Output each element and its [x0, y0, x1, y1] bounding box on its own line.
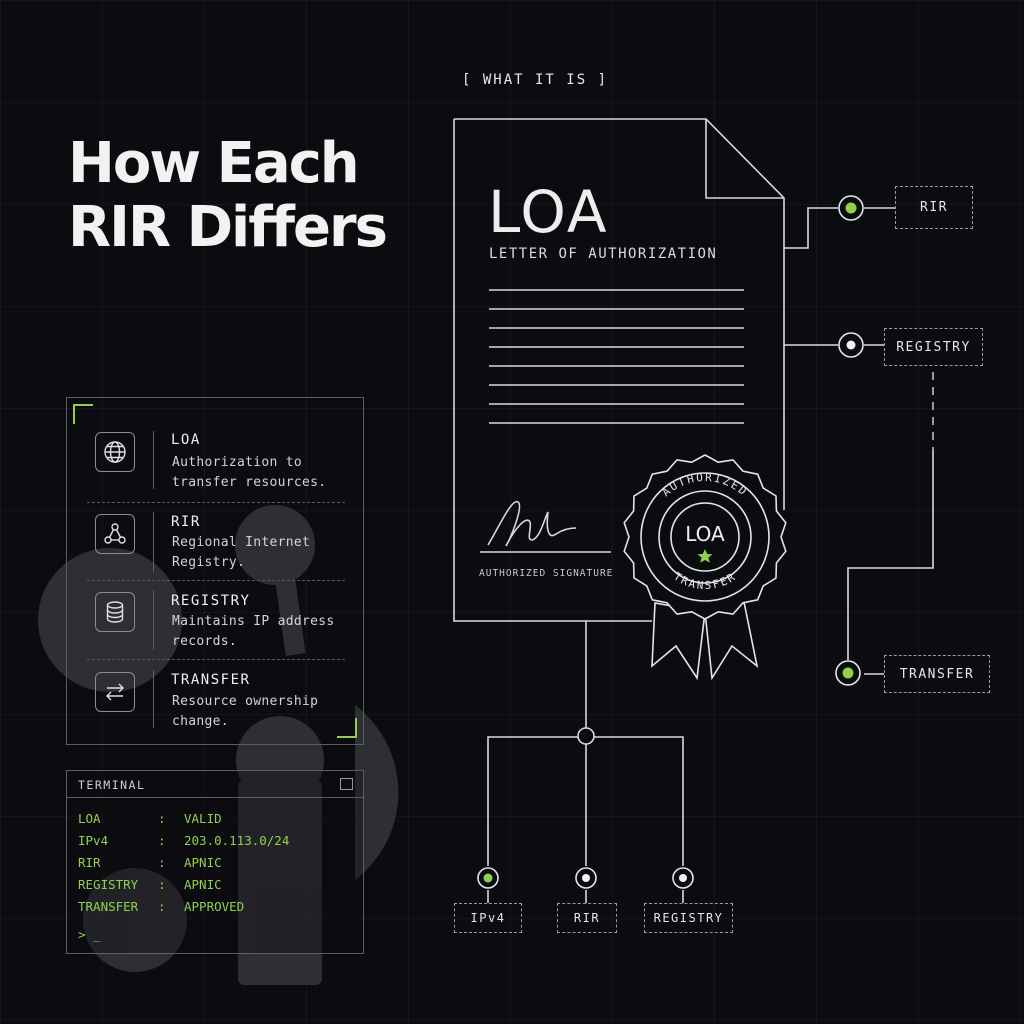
document-title: LOA — [488, 178, 609, 246]
terminal-line: RIR:APNIC — [78, 855, 222, 870]
node-ipv4-dot — [477, 867, 499, 889]
legend-desc: Maintains IP address records. — [172, 614, 335, 649]
node-registry-bottom-dot — [672, 867, 694, 889]
node-rir-dot — [838, 195, 864, 221]
terminal-header: TERMINAL — [67, 771, 363, 798]
node-rir-bottom-dot — [575, 867, 597, 889]
node-label-registry-bottom: REGISTRY — [644, 903, 733, 933]
swap-arrows-icon — [95, 672, 135, 712]
node-label-registry: REGISTRY — [884, 328, 983, 366]
legend-desc: Resource ownership change. — [172, 694, 319, 729]
corner-bracket — [73, 404, 93, 424]
legend-desc: Authorization to transfer resources. — [172, 455, 327, 490]
terminal-line: LOA:VALID — [78, 811, 222, 826]
authorized-seal — [623, 454, 787, 681]
corner-bracket — [337, 718, 357, 738]
legend-term: RIR — [171, 514, 201, 530]
section-kicker: [ WHAT IT IS ] — [462, 72, 609, 88]
document-subtitle: LETTER OF AUTHORIZATION — [489, 246, 718, 262]
maximize-icon[interactable] — [340, 778, 353, 790]
legend-term: TRANSFER — [171, 672, 251, 688]
document-outline — [454, 118, 785, 510]
title-line-2: RIR Differs — [68, 195, 388, 260]
legend-desc: Regional Internet Registry. — [172, 535, 311, 570]
node-label-ipv4: IPv4 — [454, 903, 522, 933]
terminal-line: REGISTRY:APNIC — [78, 877, 222, 892]
legend-term: LOA — [171, 432, 201, 448]
signature-label: AUTHORIZED SIGNATURE — [479, 568, 614, 579]
network-icon — [95, 514, 135, 554]
terminal-prompt[interactable]: > _ — [78, 927, 101, 942]
node-label-rir-bottom: RIR — [557, 903, 617, 933]
legend-term: REGISTRY — [171, 593, 251, 609]
terminal-title: TERMINAL — [78, 778, 146, 792]
node-label-rir: RIR — [895, 186, 973, 229]
terminal-panel: TERMINAL LOA:VALID IPv4:203.0.113.0/24 R… — [66, 770, 364, 954]
globe-icon — [95, 432, 135, 472]
node-label-transfer: TRANSFER — [884, 655, 990, 693]
terminal-line: TRANSFER:APPROVED — [78, 899, 245, 914]
seal-center-text: LOA — [685, 522, 725, 546]
legend-panel: LOA Authorization to transfer resources.… — [66, 397, 364, 745]
signature-mark — [487, 501, 577, 547]
terminal-line: IPv4:203.0.113.0/24 — [78, 833, 290, 848]
star-icon — [697, 549, 713, 563]
node-registry-dot — [838, 332, 864, 358]
node-transfer-dot — [835, 660, 861, 686]
page-title: How Each RIR Differs — [68, 131, 388, 260]
title-line-1: How Each — [68, 131, 360, 196]
database-icon — [95, 592, 135, 632]
